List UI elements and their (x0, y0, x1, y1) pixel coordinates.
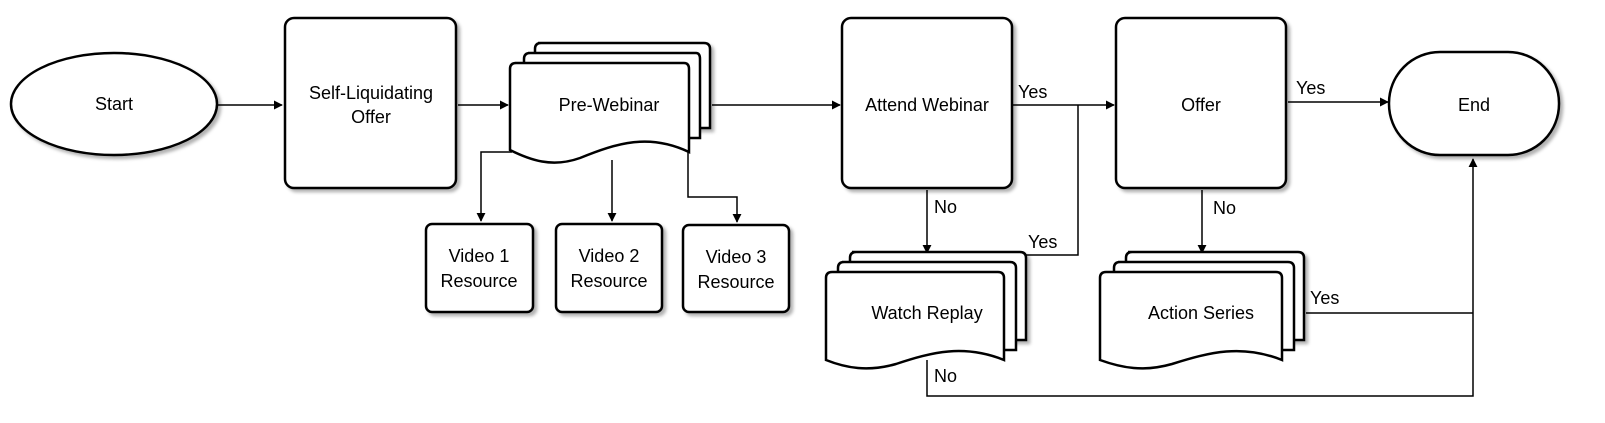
node-self-liquidating-offer-label-1: Self-Liquidating (309, 83, 433, 103)
edge-prewebinar-to-video1 (476, 151, 512, 222)
node-pre-webinar-label: Pre-Webinar (559, 95, 660, 115)
edge-replay-no-to-end (926, 158, 1478, 397)
node-attend-webinar-label: Attend Webinar (865, 95, 989, 115)
node-start[interactable]: Start (9, 51, 219, 157)
node-pre-webinar[interactable]: Pre-Webinar (508, 41, 712, 164)
edge-label-replay-yes: Yes (1028, 232, 1057, 252)
edge-prewebinar-to-video3 (687, 152, 742, 223)
node-end-label: End (1458, 95, 1490, 115)
node-offer[interactable]: Offer (1114, 16, 1288, 190)
node-watch-replay-label: Watch Replay (871, 303, 982, 323)
node-video-3-resource[interactable]: Video 3 Resource (681, 223, 791, 314)
node-video-2-resource[interactable]: Video 2 Resource (554, 222, 664, 314)
node-video-1-resource[interactable]: Video 1 Resource (424, 222, 535, 314)
edge-label-attend-no: No (934, 197, 957, 217)
node-offer-label: Offer (1181, 95, 1221, 115)
node-video-1-label-1: Video 1 (449, 246, 510, 266)
node-attend-webinar[interactable]: Attend Webinar (840, 16, 1014, 190)
node-video-2-label-2: Resource (570, 271, 647, 291)
node-start-label: Start (95, 94, 133, 114)
node-video-3-label-1: Video 3 (706, 247, 767, 267)
node-watch-replay[interactable]: Watch Replay (824, 250, 1028, 370)
edge-replay-yes-to-offer (1016, 105, 1079, 256)
edge-label-action-yes: Yes (1310, 288, 1339, 308)
node-action-series-label: Action Series (1148, 303, 1254, 323)
node-self-liquidating-offer[interactable]: Self-Liquidating Offer (283, 16, 458, 190)
edge-label-offer-no: No (1213, 198, 1236, 218)
edge-label-attend-yes: Yes (1018, 82, 1047, 102)
edge-label-offer-yes: Yes (1296, 78, 1325, 98)
node-video-2-label-1: Video 2 (579, 246, 640, 266)
edge-label-replay-no: No (934, 366, 957, 386)
node-action-series[interactable]: Action Series (1098, 250, 1306, 370)
node-end[interactable]: End (1387, 50, 1561, 157)
edges (218, 97, 1478, 397)
node-self-liquidating-offer-label-2: Offer (351, 107, 391, 127)
node-video-3-label-2: Resource (697, 272, 774, 292)
node-video-1-label-2: Resource (440, 271, 517, 291)
